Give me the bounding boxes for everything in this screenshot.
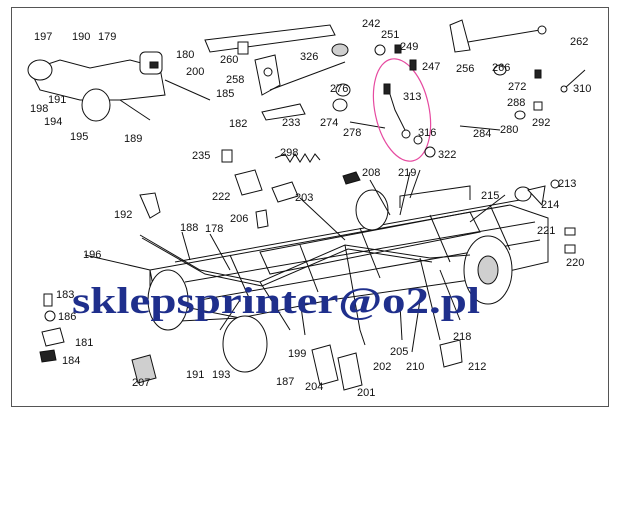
label-194: 194 xyxy=(44,116,62,128)
label-187: 187 xyxy=(276,376,294,388)
label-202: 202 xyxy=(373,361,391,373)
label-200: 200 xyxy=(186,66,204,78)
label-284: 284 xyxy=(473,128,491,140)
label-251: 251 xyxy=(381,29,399,41)
chassis-frame xyxy=(149,185,549,323)
label-191a: 191 xyxy=(48,94,66,106)
label-215: 215 xyxy=(481,190,499,202)
label-204: 204 xyxy=(305,381,323,393)
label-322: 322 xyxy=(438,149,456,161)
highlight-ellipse xyxy=(372,58,432,162)
label-207: 207 xyxy=(132,377,150,389)
label-201: 201 xyxy=(357,387,375,399)
label-190: 190 xyxy=(72,31,90,43)
label-292: 292 xyxy=(532,117,550,129)
label-247: 247 xyxy=(422,61,440,73)
label-179: 179 xyxy=(98,31,116,43)
label-198: 198 xyxy=(30,103,48,115)
top-right-parts xyxy=(424,19,586,158)
lever-assembly xyxy=(204,24,402,129)
label-256: 256 xyxy=(456,63,474,75)
label-219: 219 xyxy=(398,167,416,179)
label-197: 197 xyxy=(34,31,52,43)
label-233: 233 xyxy=(282,117,300,129)
label-288: 288 xyxy=(507,97,525,109)
label-280: 280 xyxy=(500,124,518,136)
label-195: 195 xyxy=(70,131,88,143)
label-310: 310 xyxy=(573,83,591,95)
label-313: 313 xyxy=(403,91,421,103)
label-189: 189 xyxy=(124,133,142,145)
label-208: 208 xyxy=(362,167,380,179)
label-298: 298 xyxy=(280,147,298,159)
label-262: 262 xyxy=(570,36,588,48)
label-205: 205 xyxy=(390,346,408,358)
label-191b: 191 xyxy=(186,369,204,381)
label-188: 188 xyxy=(180,222,198,234)
bottom-parts xyxy=(39,293,463,391)
label-178: 178 xyxy=(205,223,223,235)
label-180: 180 xyxy=(176,49,194,61)
label-199: 199 xyxy=(288,348,306,360)
label-193: 193 xyxy=(212,369,230,381)
leader-lines xyxy=(84,169,506,353)
label-326: 326 xyxy=(300,51,318,63)
label-184: 184 xyxy=(62,355,80,367)
label-249: 249 xyxy=(400,41,418,53)
label-213: 213 xyxy=(558,178,576,190)
label-206: 206 xyxy=(230,213,248,225)
label-266: 266 xyxy=(492,62,510,74)
label-210: 210 xyxy=(406,361,424,373)
label-182: 182 xyxy=(229,118,247,130)
label-183: 183 xyxy=(56,289,74,301)
label-203: 203 xyxy=(295,192,313,204)
label-260: 260 xyxy=(220,54,238,66)
label-220: 220 xyxy=(566,257,584,269)
label-316: 316 xyxy=(418,127,436,139)
label-274: 274 xyxy=(320,117,338,129)
top-left-assembly xyxy=(27,51,211,122)
highlighted-part-313 xyxy=(372,58,432,162)
wheels xyxy=(147,189,513,373)
label-196: 196 xyxy=(83,249,101,261)
part-number-labels: 197 190 179 180 200 198 191 194 195 189 … xyxy=(30,18,591,399)
label-258: 258 xyxy=(226,74,244,86)
watermark: sklepsprinter@o2.pl xyxy=(72,281,480,322)
label-181: 181 xyxy=(75,337,93,349)
label-192: 192 xyxy=(114,209,132,221)
label-212: 212 xyxy=(468,361,486,373)
label-218: 218 xyxy=(453,331,471,343)
label-272: 272 xyxy=(508,81,526,93)
label-278: 278 xyxy=(343,127,361,139)
brake-lines xyxy=(139,234,471,346)
label-222: 222 xyxy=(212,191,230,203)
label-186: 186 xyxy=(58,311,76,323)
label-276: 276 xyxy=(330,83,348,95)
label-221: 221 xyxy=(537,225,555,237)
label-235: 235 xyxy=(192,150,210,162)
label-185: 185 xyxy=(216,88,234,100)
label-214: 214 xyxy=(541,199,559,211)
middle-parts xyxy=(139,149,576,254)
label-242: 242 xyxy=(362,18,380,30)
